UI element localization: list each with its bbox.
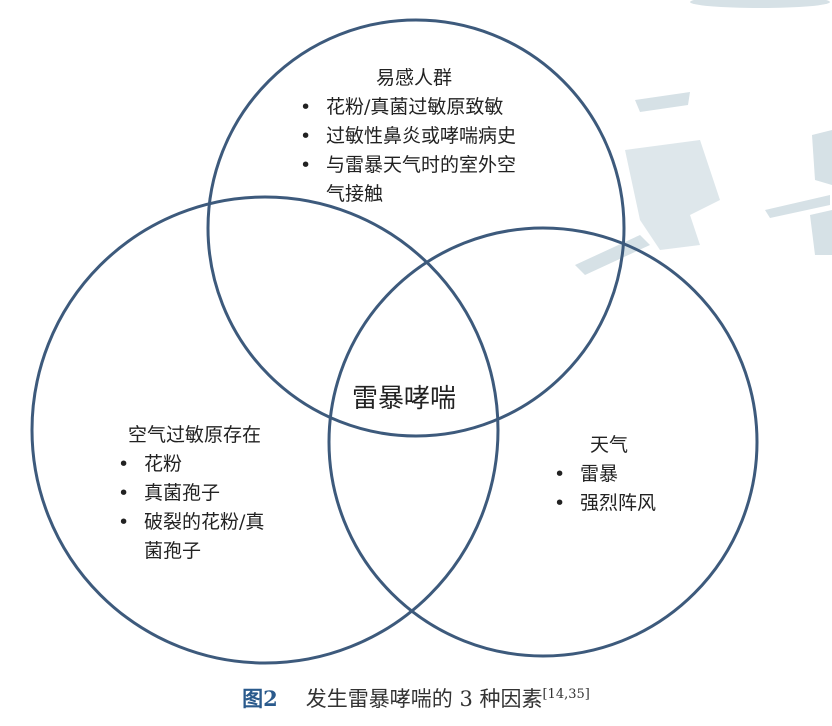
center-intersection-label: 雷暴哮喘 [352, 384, 457, 414]
top-title: 易感人群 [376, 67, 453, 89]
list-item: 强烈阵风 [552, 489, 656, 518]
list-item: 破裂的花粉/真 [116, 508, 264, 537]
circle-airborne-allergens [30, 195, 500, 665]
figure-caption: 图2 发生雷暴哮喘的 3 种因素[14,35] [0, 683, 832, 713]
list-item: 雷暴 [552, 460, 656, 489]
list-item: 与雷暴天气时的室外空 [298, 151, 516, 180]
circle-susceptible-population [206, 18, 626, 438]
top-circle-label: 易感人群 花粉/真菌过敏原致敏 过敏性鼻炎或哮喘病史 与雷暴天气时的室外空 气接… [298, 64, 516, 209]
left-circle-label: 空气过敏原存在 花粉 真菌孢子 破裂的花粉/真 菌孢子 [116, 421, 264, 566]
list-item: 过敏性鼻炎或哮喘病史 [298, 122, 516, 151]
circle-weather [327, 226, 759, 658]
right-circle-label: 天气 雷暴 强烈阵风 [552, 431, 656, 518]
list-item: 花粉 [116, 450, 264, 479]
list-item: 菌孢子 [144, 540, 202, 562]
list-item: 真菌孢子 [116, 479, 264, 508]
list-item: 气接触 [326, 183, 384, 205]
left-title: 空气过敏原存在 [128, 424, 262, 446]
caption-text: 发生雷暴哮喘的 3 种因素 [305, 687, 543, 711]
right-title: 天气 [590, 434, 629, 456]
watermark-logo [575, 0, 832, 275]
list-item: 花粉/真菌过敏原致敏 [298, 93, 516, 122]
figure-number: 图2 [242, 686, 278, 711]
caption-references: [14,35] [542, 687, 590, 702]
